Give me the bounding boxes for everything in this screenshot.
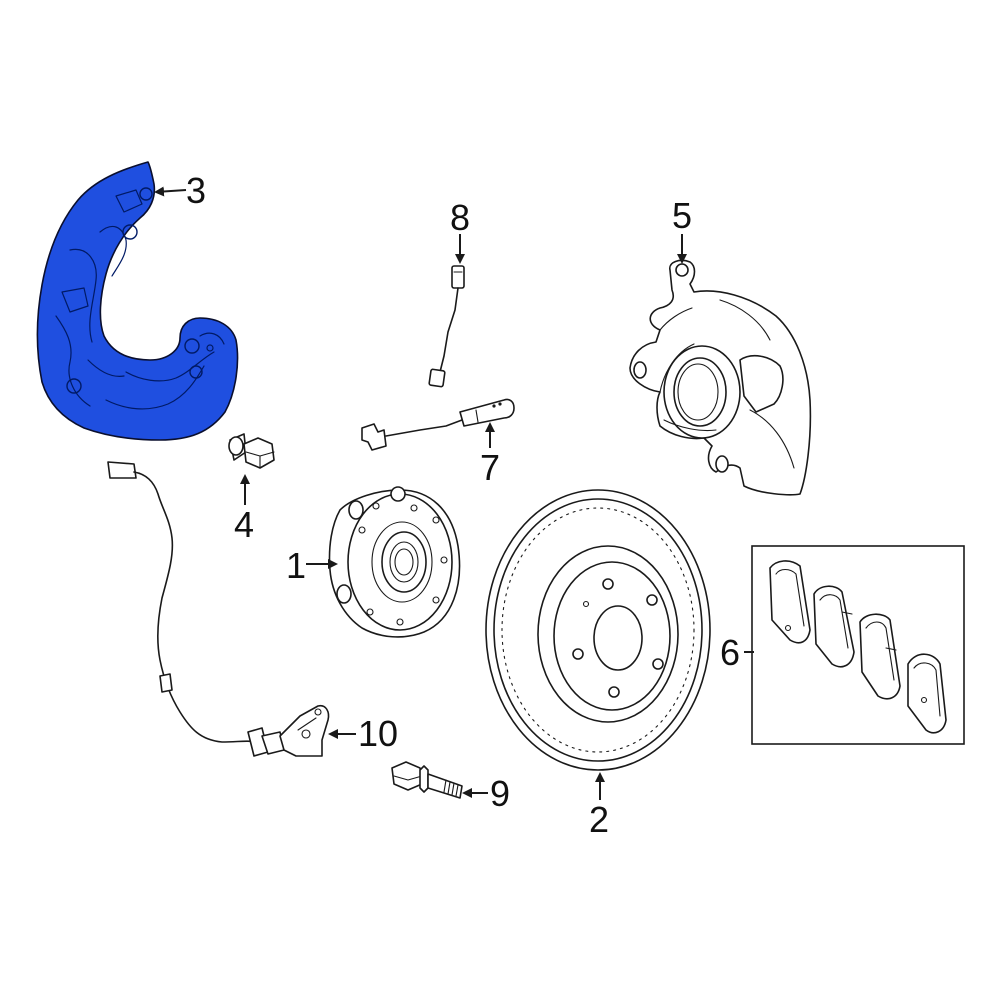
callout-1: 1 <box>286 545 306 586</box>
callout-8: 8 <box>450 197 470 238</box>
callout-4: 4 <box>234 504 254 545</box>
wheel-hub-part[interactable] <box>328 486 461 638</box>
wear-sensor-lower-part[interactable] <box>361 398 515 451</box>
wear-sensor-upper-part[interactable] <box>428 265 465 388</box>
brake-pads-part[interactable] <box>751 545 965 745</box>
callout-2: 2 <box>589 799 609 840</box>
leader-arrows <box>154 186 754 800</box>
dust-shield-part[interactable] <box>36 161 239 441</box>
speed-sensor-part[interactable] <box>107 461 330 757</box>
callout-7: 7 <box>480 447 500 488</box>
caliper-part[interactable] <box>629 259 812 496</box>
callout-10: 10 <box>358 713 398 754</box>
callout-3: 3 <box>186 170 206 211</box>
callout-5: 5 <box>672 195 692 236</box>
bolt-part[interactable] <box>391 761 463 799</box>
nut-part[interactable] <box>228 433 275 469</box>
callout-6: 6 <box>720 632 740 673</box>
brake-rotor-part[interactable] <box>485 489 711 771</box>
callout-9: 9 <box>490 773 510 814</box>
